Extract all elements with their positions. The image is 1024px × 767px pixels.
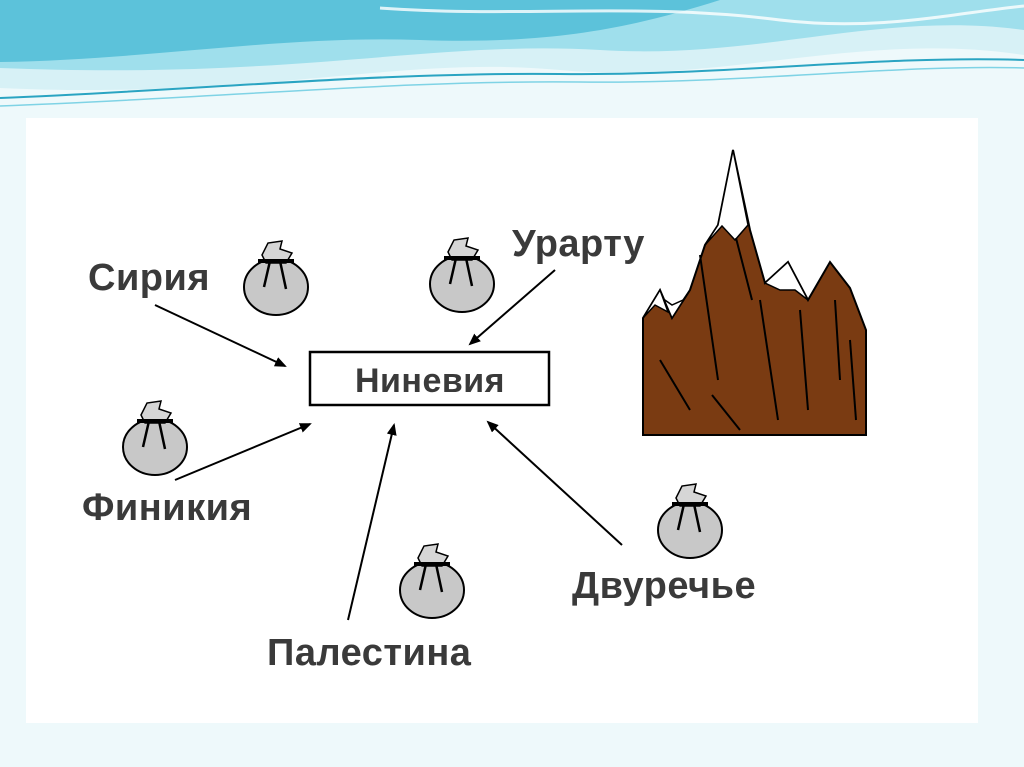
mountain-icon — [642, 149, 867, 436]
money-sack-icon — [398, 542, 466, 620]
label-urartu: Урарту — [512, 223, 645, 265]
label-mesopotamia: Двуречье — [572, 565, 756, 607]
label-palestine: Палестина — [267, 632, 472, 674]
center-label: Ниневия — [355, 362, 505, 400]
money-sack-icon — [656, 482, 724, 560]
wave-line-1 — [0, 58, 1024, 99]
money-sack-icon — [242, 239, 310, 317]
arrow-mesopotamia — [486, 420, 623, 546]
money-sack-icon — [428, 236, 496, 314]
center-box — [308, 350, 551, 407]
arrow-syria — [154, 304, 287, 367]
wave-dark — [0, 0, 720, 62]
wave-line-2 — [0, 66, 1024, 107]
label-phoenicia: Финикия — [82, 487, 252, 529]
label-syria: Сирия — [88, 257, 210, 299]
arrow-urartu — [468, 269, 556, 346]
arrow-palestine — [347, 423, 397, 621]
wave-line-3 — [379, 4, 1024, 26]
money-sack-icon — [121, 399, 189, 477]
arrow-phoenicia — [174, 423, 312, 481]
